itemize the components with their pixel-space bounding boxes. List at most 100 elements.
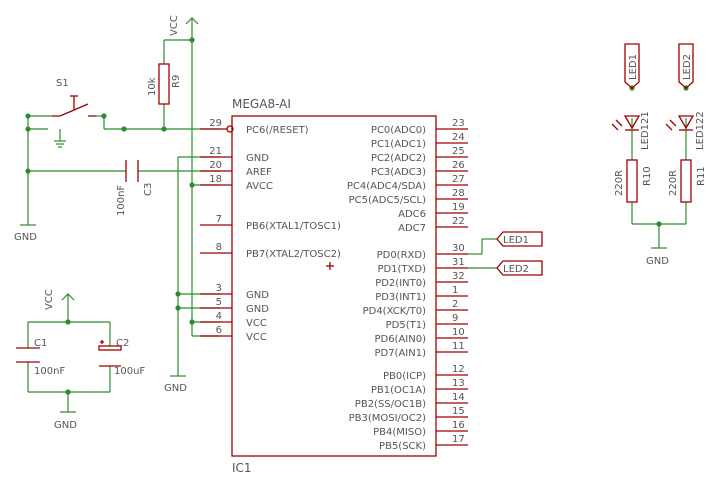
ic1-pin-number: 8 xyxy=(216,242,222,253)
ic1-pin-number: 3 xyxy=(216,283,222,294)
resistor-r10: R10 220R xyxy=(614,159,653,203)
ic1-pin-label: AVCC xyxy=(246,181,273,192)
svg-text:GND: GND xyxy=(646,256,669,267)
ic1-pin-label: PB7(XTAL2/TOSC2) xyxy=(246,249,341,260)
ic1-pin-number: 24 xyxy=(452,132,465,143)
svg-text:220R: 220R xyxy=(614,170,625,196)
gnd-symbol-caps: GND xyxy=(54,411,77,431)
ic1-pin-label: PC0(ADC0) xyxy=(371,125,426,136)
ic1-pin-number: 27 xyxy=(452,174,465,185)
svg-text:LED1: LED1 xyxy=(503,235,529,246)
ic1-pin-label: PC5(ADC5/SCL) xyxy=(349,195,426,206)
ic1-pin-label: PD0(RXD) xyxy=(377,250,426,261)
ic1-pin-label: PC3(ADC3) xyxy=(371,167,426,178)
ic1-pin-number: 1 xyxy=(452,285,458,296)
capacitor-c1: C1 100nF xyxy=(16,338,65,377)
ic1-pin-number: 9 xyxy=(452,313,458,324)
ic1-pin-number: 4 xyxy=(216,311,222,322)
vcc-symbol-top: VCC xyxy=(169,15,199,36)
svg-text:100nF: 100nF xyxy=(34,366,65,377)
net-label-led2-left: LED2 xyxy=(496,260,543,276)
ic1-pin-label: VCC xyxy=(246,332,267,343)
ic1-pin-number: 26 xyxy=(452,160,465,171)
ic1-pin-label: GND xyxy=(246,290,269,301)
ic1-pin-number: 19 xyxy=(452,202,465,213)
ic1-pin-label: PD3(INT1) xyxy=(375,292,426,303)
resistor-r11: R11 220R xyxy=(668,159,707,203)
ic1-name: IC1 xyxy=(232,461,252,475)
capacitor-c3: C3 100nF xyxy=(116,160,154,216)
ic1-pin-number: 23 xyxy=(452,118,465,129)
svg-text:LED122: LED122 xyxy=(695,111,706,150)
ic1-pin-number: 16 xyxy=(452,420,465,431)
ic1-pin-label: PB6(XTAL1/TOSC1) xyxy=(246,221,341,232)
svg-text:LED2: LED2 xyxy=(682,54,693,80)
ic1-pin-number: 20 xyxy=(209,160,222,171)
svg-text:C1: C1 xyxy=(34,338,47,349)
svg-text:LED121: LED121 xyxy=(640,111,651,150)
ic1-pin-number: 11 xyxy=(452,341,465,352)
ic1-pin-number: 22 xyxy=(452,216,465,227)
net-label-led1-left: LED1 xyxy=(496,231,543,247)
ic1-pin-label: ADC6 xyxy=(398,209,426,220)
ic1-pin-label: PD5(T1) xyxy=(386,320,426,331)
ic1-pin-label: PD7(AIN1) xyxy=(374,348,426,359)
ic1-pin-number: 18 xyxy=(209,174,222,185)
ic1-pin-label: PD2(INT0) xyxy=(375,278,426,289)
ic1-pin-number: 13 xyxy=(452,378,465,389)
svg-text:VCC: VCC xyxy=(44,289,55,310)
ic1-pin-label: ADC7 xyxy=(398,223,426,234)
ic1-body: MEGA8-AI IC1 xyxy=(226,97,437,475)
ic1-pin-number: 6 xyxy=(216,325,222,336)
svg-text:LED1: LED1 xyxy=(628,54,639,80)
svg-text:10k: 10k xyxy=(147,77,158,96)
ic1-pin-label: PB1(OC1A) xyxy=(371,385,426,396)
ic1-pins: 29PC6(/RESET)21GND20AREF18AVCC7PB6(XTAL1… xyxy=(200,118,468,452)
svg-text:R10: R10 xyxy=(642,166,653,186)
capacitor-c2: C2 100uF xyxy=(98,338,145,377)
ic1-pin-label: PB0(ICP) xyxy=(383,371,426,382)
ic1-pin-label: PD6(AIN0) xyxy=(374,334,426,345)
ic1-pin-label: PB3(MOSI/OC2) xyxy=(349,413,427,424)
ic1-pin-number: 17 xyxy=(452,434,465,445)
ic1-pin-label: PD4(XCK/T0) xyxy=(363,306,426,317)
svg-text:R9: R9 xyxy=(171,75,182,88)
svg-text:GND: GND xyxy=(14,232,37,243)
ic1-pin-number: 10 xyxy=(452,327,465,338)
svg-text:S1: S1 xyxy=(56,78,69,89)
ic1-pin-number: 14 xyxy=(452,392,465,403)
ic1-pin-number: 29 xyxy=(209,118,222,129)
ic1-pin-label: PC4(ADC4/SDA) xyxy=(347,181,426,192)
junction-dots xyxy=(25,37,689,395)
led-led121: LED121 xyxy=(611,111,651,150)
svg-text:220R: 220R xyxy=(668,170,679,196)
ic1-pin-label: PB4(MISO) xyxy=(373,427,426,438)
svg-text:GND: GND xyxy=(164,383,187,394)
svg-text:100uF: 100uF xyxy=(114,366,145,377)
ic1-pin-label: PC6(/RESET) xyxy=(246,125,309,136)
wires xyxy=(27,26,687,412)
gnd-symbol-ic: GND xyxy=(164,375,187,394)
ic1-pin-number: 7 xyxy=(216,214,222,225)
switch-s1: S1 xyxy=(52,78,96,117)
ic1-pin-number: 31 xyxy=(452,257,465,268)
ic1-pin-label: PD1(TXD) xyxy=(377,264,426,275)
svg-text:LED2: LED2 xyxy=(503,264,529,275)
svg-text:GND: GND xyxy=(54,420,77,431)
ic1-pin-label: VCC xyxy=(246,318,267,329)
ic1-pin-number: 15 xyxy=(452,406,465,417)
vcc-symbol-left: VCC xyxy=(44,289,75,310)
ic1-pin-number: 25 xyxy=(452,146,465,157)
ic1-pin-number: 28 xyxy=(452,188,465,199)
gnd-symbol-leds: GND xyxy=(646,247,669,267)
ic1-pin-label: PB2(SS/OC1B) xyxy=(355,399,426,410)
ic1-pin-label: GND xyxy=(246,153,269,164)
ic1-pin-number: 32 xyxy=(452,271,465,282)
led-led122: LED122 xyxy=(665,111,706,150)
ic1-pin-number: 2 xyxy=(452,299,458,310)
svg-text:100nF: 100nF xyxy=(116,185,127,216)
ic1-pin-number: 5 xyxy=(216,297,222,308)
gnd-symbol-reset: GND xyxy=(14,224,37,243)
ic1-pin-label: GND xyxy=(246,304,269,315)
